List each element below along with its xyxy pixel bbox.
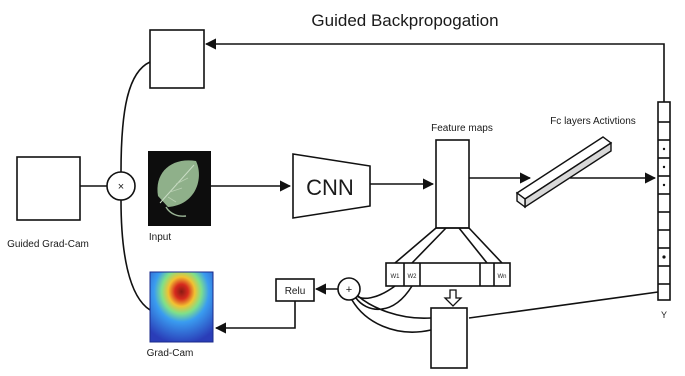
- backprop-to-multiply-curve: [120, 61, 151, 173]
- guided-gradcam-label: Guided Grad-Cam: [7, 239, 89, 250]
- feature-to-weights-funnel: [394, 227, 503, 264]
- weight-wn: Wn: [498, 274, 507, 280]
- diagram-title: Guided Backpropogation: [311, 11, 498, 30]
- cnn-block: [292, 153, 371, 219]
- weighted-sum-box: [430, 307, 468, 369]
- relu-label: Relu: [285, 286, 306, 297]
- feature-maps-label: Feature maps: [431, 123, 493, 134]
- gradcam-heatmap-image: [149, 271, 214, 343]
- gradcam-label: Grad-Cam: [147, 348, 194, 359]
- guided-backprop-box: [149, 29, 205, 89]
- fc-layer-bar: [515, 136, 613, 209]
- feature-maps-box: [435, 139, 470, 229]
- output-vector: [657, 101, 671, 301]
- weight-w1: W1: [391, 274, 401, 280]
- weights-row: [385, 262, 511, 287]
- y-label: Y: [661, 310, 667, 320]
- gradcam-to-multiply-curve: [120, 199, 151, 311]
- guided-gradcam-box: [16, 156, 81, 221]
- weight-w2: W2: [408, 274, 418, 280]
- relu-to-gradcam-arrow: [214, 301, 296, 334]
- multiply-symbol: ×: [118, 181, 124, 193]
- input-label: Input: [149, 232, 171, 243]
- weights-to-plus-curves: [351, 285, 432, 333]
- fc-layers-label: Fc layers Activtions: [550, 116, 636, 127]
- plus-symbol: +: [346, 284, 352, 296]
- feedback-arrow-top: [204, 38, 665, 102]
- cnn-label: CNN: [306, 175, 354, 200]
- down-arrow-icon: [443, 289, 463, 307]
- output-to-sum-line: [468, 291, 659, 319]
- input-leaf-image: [148, 151, 211, 226]
